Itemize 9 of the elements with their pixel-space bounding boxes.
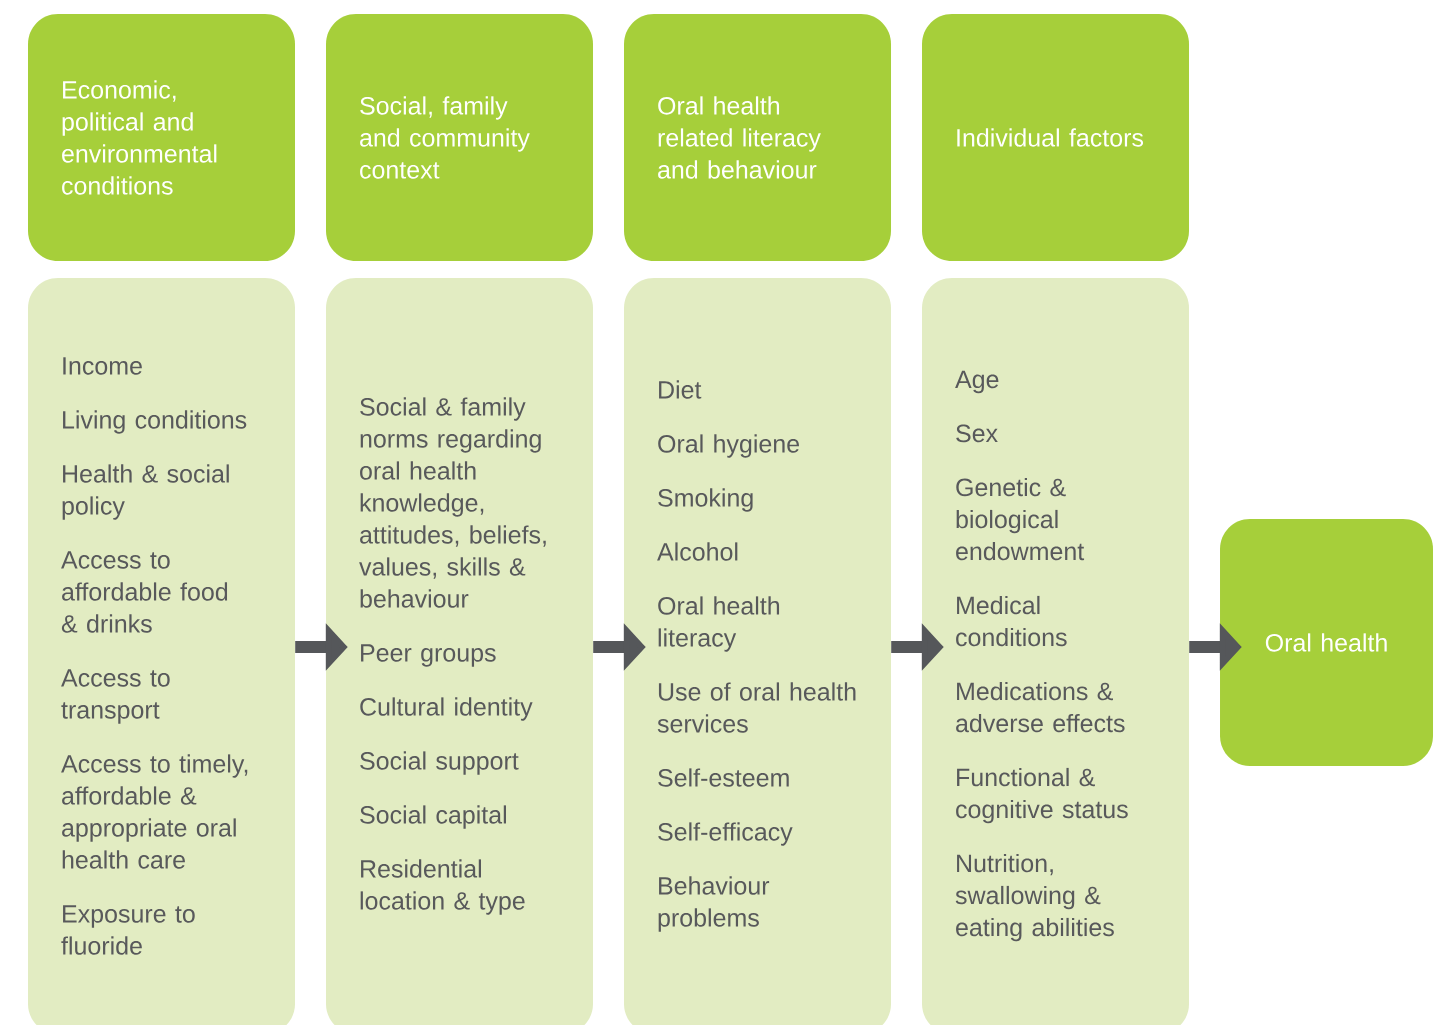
factor-panel: Social & family norms regarding oral health knowledge, attitudes, beliefs, values, skills & behaviour Peer groups Cultural identity Social support Social capital Residential location & type xyxy=(326,278,593,1025)
header-box: Oral health related literacy and behaviour xyxy=(624,14,891,261)
header-box: Economic, political and environmental conditions xyxy=(28,14,295,261)
outcome-box: Oral health xyxy=(1220,519,1433,766)
header-box: Social, family and community context xyxy=(326,14,593,261)
header-box: Individual factors xyxy=(922,14,1189,261)
factor-panel: Age Sex Genetic & biological endowment Medical conditions Medications & adverse effects Functional & cognitive status Nutrition, swallowing & eating abilities xyxy=(922,278,1189,1025)
factor-panel: Diet Oral hygiene Smoking Alcohol Oral health literacy Use of oral health services Self-esteem Self-efficacy Behaviour problems xyxy=(624,278,891,1025)
factor-panel: Income Living conditions Health & social policy Access to affordable food & drinks Access to transport Access to timely, affordable & appropriate oral health care Exposure to fluoride xyxy=(28,278,295,1025)
